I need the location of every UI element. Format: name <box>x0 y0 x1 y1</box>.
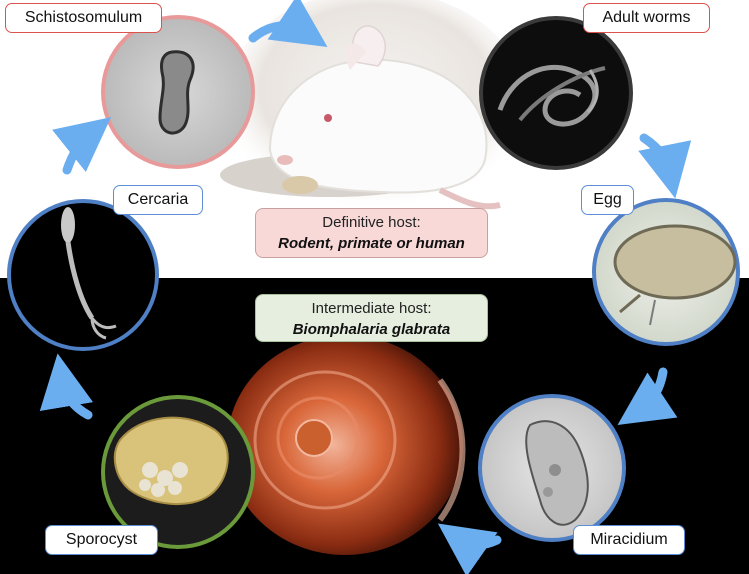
miracidium-text: Miracidium <box>590 531 668 548</box>
egg-text: Egg <box>593 191 622 208</box>
miracidium-image <box>478 394 626 542</box>
intermediate-host-species: Biomphalaria glabrata <box>292 321 451 338</box>
label-egg: Egg <box>581 185 634 215</box>
arrow-sporocyst-to-cercaria <box>39 353 94 420</box>
arrow-cercaria-to-schistosomulum <box>52 117 112 175</box>
label-miracidium: Miracidium <box>573 525 685 555</box>
sporocyst-image <box>101 395 255 549</box>
cercaria-image <box>7 199 159 351</box>
schistosomulum-image <box>101 15 255 169</box>
label-sporocyst: Sporocyst <box>45 525 158 555</box>
arrow-egg-to-miracidium <box>617 367 678 425</box>
arrow-adult-to-egg <box>638 133 692 199</box>
schistosomulum-text: Schistosomulum <box>24 9 143 26</box>
rat-photo <box>220 0 525 210</box>
label-adult-worms: Adult worms <box>583 3 710 33</box>
adult-worms-text: Adult worms <box>602 9 691 26</box>
definitive-host-species: Rodent, primate or human <box>278 235 465 252</box>
arrow-miracidium-to-snail <box>437 523 502 574</box>
arrow-schistosomulum-to-host <box>248 0 328 47</box>
cercaria-text: Cercaria <box>127 191 189 208</box>
egg-image <box>592 198 740 346</box>
snail-shell-photo <box>227 335 466 555</box>
label-cercaria: Cercaria <box>113 185 203 215</box>
intermediate-host-title: Intermediate host: <box>311 300 432 317</box>
sporocyst-text: Sporocyst <box>65 531 138 548</box>
label-schistosomulum: Schistosomulum <box>5 3 162 33</box>
definitive-host-title: Definitive host: <box>322 214 421 231</box>
adult-worms-image <box>479 16 633 170</box>
cycle-arrow-icon <box>39 0 692 574</box>
definitive-host-box: Definitive host: Rodent, primate or huma… <box>255 208 488 258</box>
intermediate-host-box: Intermediate host: Biomphalaria glabrata <box>255 294 488 342</box>
